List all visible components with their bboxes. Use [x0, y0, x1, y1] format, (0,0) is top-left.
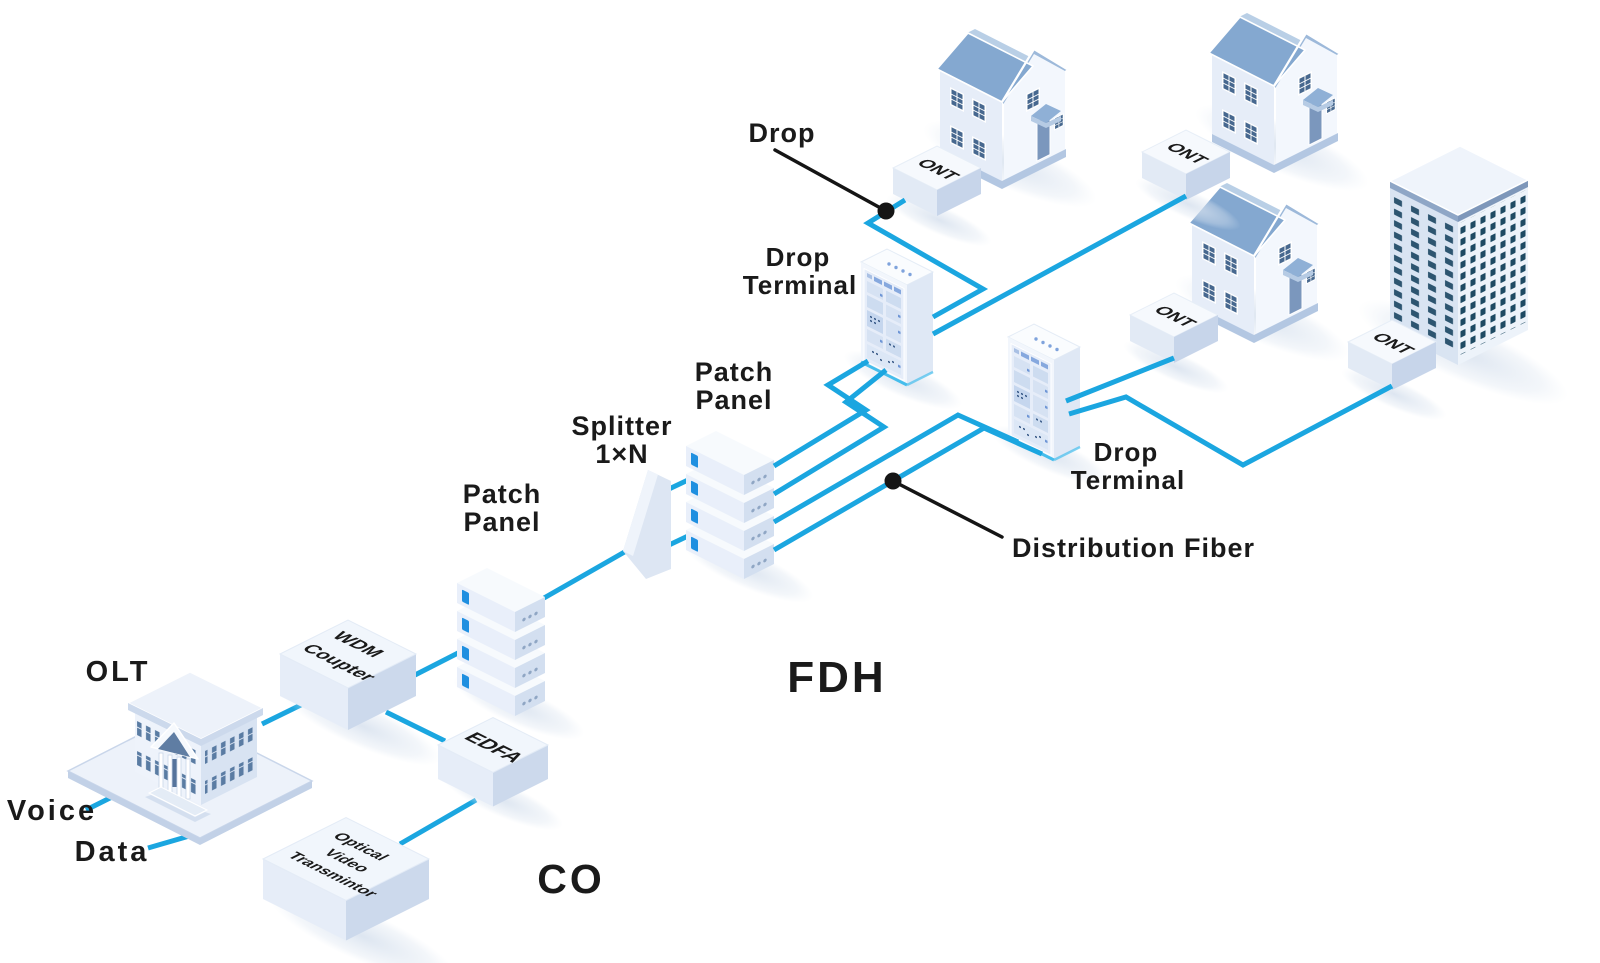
distribution-fiber-leader-line — [891, 479, 1004, 539]
patch-panel-to-splitter-fiber — [542, 547, 630, 601]
distribution-fiber-1 — [772, 358, 871, 469]
svg-text:Patch: Patch — [463, 479, 542, 509]
svg-text:Splitter: Splitter — [571, 411, 672, 441]
svg-text:Terminal: Terminal — [1071, 465, 1185, 495]
drop-fiber-ont3 — [1065, 355, 1175, 404]
apartment-tower-icon — [1358, 145, 1568, 405]
drop-fiber-ont4 — [1068, 383, 1394, 468]
svg-text:Panel: Panel — [695, 385, 772, 415]
drop-terminal-2-label: Drop Terminal — [1071, 437, 1185, 495]
co-fiber-links — [84, 477, 690, 851]
drop-point-dot — [877, 202, 895, 220]
wdm-to-edfa-fiber — [384, 709, 447, 744]
optical-video-transmitter-box — [261, 816, 455, 963]
edfa-to-video-fiber — [398, 797, 478, 847]
distribution-fiber-2 — [772, 368, 889, 497]
olt-platform-edge — [68, 771, 312, 845]
co-label: CO — [537, 856, 605, 902]
drop-leader-line — [773, 148, 888, 213]
splitter-to-patch-panel-fiber-1 — [667, 477, 690, 492]
voice-label: Voice — [7, 795, 97, 827]
edfa-box — [436, 716, 564, 831]
patch-panel-1-label: Patch Panel — [463, 479, 542, 537]
fdh-label: FDH — [787, 653, 886, 702]
drop-label: Drop — [749, 118, 816, 148]
olt-site — [66, 671, 314, 845]
svg-text:Drop: Drop — [1094, 437, 1159, 467]
svg-text:Drop: Drop — [766, 242, 831, 272]
distribution-fiber-dot — [884, 472, 902, 490]
olt-label: OLT — [86, 656, 151, 688]
patch-panel-1-icon — [453, 568, 585, 740]
distribution-fibers — [772, 358, 1044, 553]
svg-text:Patch: Patch — [695, 357, 774, 387]
svg-text:Terminal: Terminal — [743, 270, 857, 300]
patch-panel-2-label: Patch Panel — [695, 357, 774, 415]
distribution-fiber-label: Distribution Fiber — [1012, 533, 1255, 563]
svg-text:Panel: Panel — [463, 507, 540, 537]
distribution-fiber-4 — [772, 425, 1044, 553]
wdm-to-patch-panel-fiber — [411, 649, 462, 679]
patch-panel-2-icon — [682, 431, 814, 603]
drop-terminal-1-label: Drop Terminal — [743, 242, 857, 300]
data-label: Data — [75, 836, 150, 868]
drop-fibers — [863, 193, 1394, 468]
splitter-to-patch-panel-fiber-2 — [667, 533, 690, 548]
callouts — [773, 148, 1004, 539]
splitter-icon — [623, 470, 671, 579]
wdm-coupler-box — [278, 619, 441, 766]
svg-text:1×N: 1×N — [595, 439, 648, 469]
splitter-label: Splitter 1×N — [571, 411, 672, 469]
drop-fiber-ont2 — [931, 193, 1188, 337]
olt-building-icon — [126, 671, 265, 822]
